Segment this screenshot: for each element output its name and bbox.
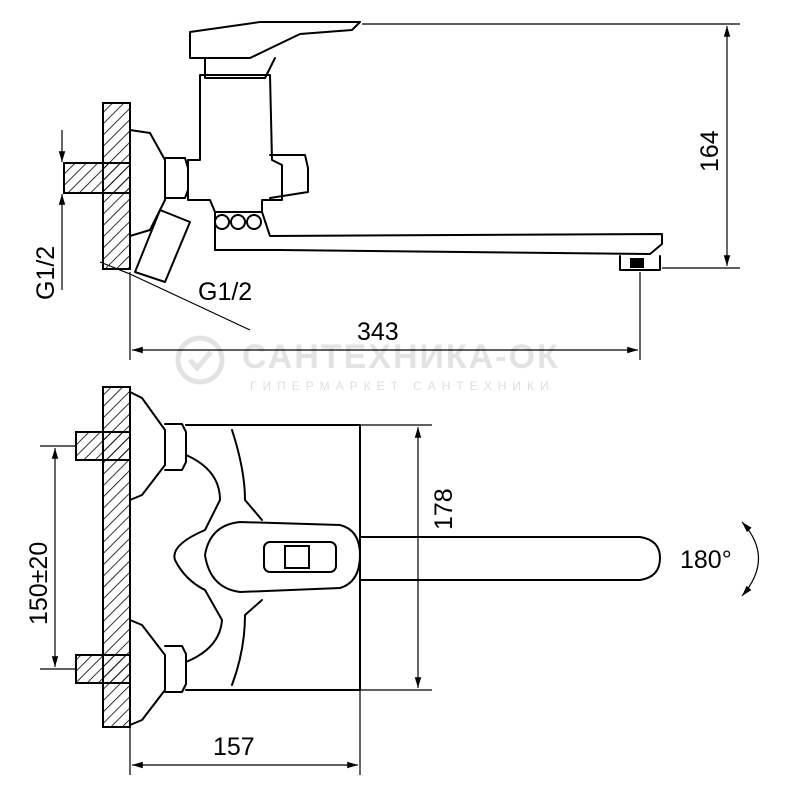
handle-neck [204, 57, 276, 79]
detail-circle [230, 214, 246, 230]
handle-top-view [204, 521, 361, 593]
mixer-body [187, 74, 283, 213]
escutcheon-upper [129, 391, 166, 501]
escutcheon [129, 129, 166, 237]
dim-thread-outlet: G1/2 [198, 278, 252, 306]
watermark-brand: САНТЕХНИКА-ОК [242, 338, 560, 376]
handle-lever [189, 21, 361, 59]
body-edge-lower [231, 599, 263, 686]
dim-depth: 178 [430, 488, 458, 530]
inlet-lower [75, 654, 131, 684]
detail-circle [214, 214, 230, 230]
watermark-logo-icon [175, 335, 225, 385]
diverter-nut [269, 154, 309, 199]
detail-circle [246, 214, 262, 230]
handle-slot [263, 541, 337, 573]
inlet-upper [75, 431, 131, 461]
spout-outlet [619, 255, 661, 271]
top-view: 180° [75, 386, 760, 728]
watermark: САНТЕХНИКА-ОК ГИПЕРМАРКЕТ САНТЕХНИКИ [175, 335, 560, 393]
eccentric-connector [134, 209, 191, 283]
handle-insert [284, 545, 310, 569]
spout [214, 211, 663, 255]
watermark-tagline: ГИПЕРМАРКЕТ САНТЕХНИКИ [250, 379, 555, 393]
body-contour [173, 454, 223, 663]
spout-top-view [359, 536, 661, 581]
dim-centers: 150±20 [25, 542, 53, 625]
dim-projection: 157 [213, 733, 255, 761]
body-top-view [185, 424, 361, 691]
dim-height: 164 [696, 130, 724, 172]
rotation-arc [741, 521, 760, 597]
dim-rotation: 180° [680, 546, 732, 574]
top-view-dimensions: 178 150±20 157 [25, 424, 458, 775]
aerator [630, 258, 644, 268]
hex-nut [164, 157, 189, 199]
escutcheon-lower [129, 619, 166, 726]
body-edge-upper [231, 429, 263, 521]
dim-length: 343 [357, 318, 399, 346]
dim-thread-inlet: G1/2 [32, 246, 60, 300]
side-view-dimensions: 164 343 G1/2 G1/2 [32, 23, 740, 360]
side-view [63, 21, 663, 283]
nut-upper [164, 423, 187, 471]
nut-lower [164, 645, 187, 693]
inlet-pipe [63, 162, 131, 194]
